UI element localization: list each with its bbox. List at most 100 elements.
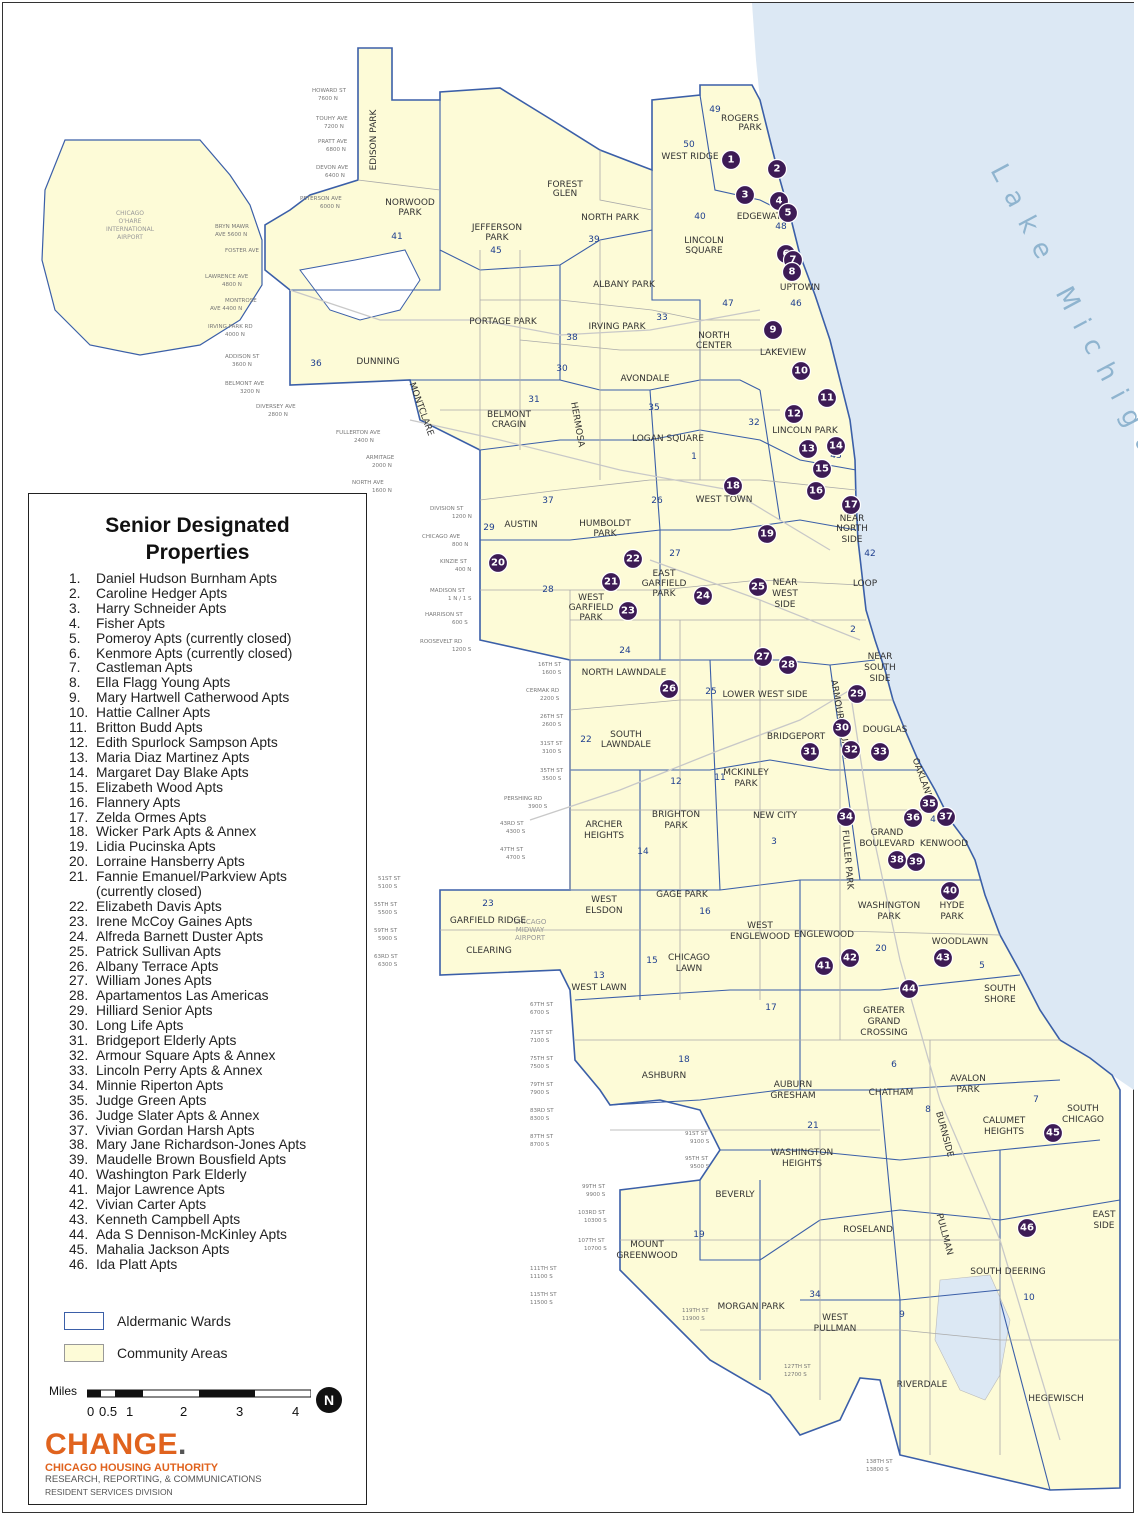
svg-text:CHICAGO: CHICAGO	[668, 953, 710, 963]
property-marker[interactable]: 16	[805, 480, 827, 502]
svg-text:NORTH PARK: NORTH PARK	[581, 213, 640, 223]
property-number: 1.	[69, 571, 81, 586]
property-name: Alfreda Barnett Duster Apts	[96, 928, 264, 944]
svg-text:45: 45	[490, 246, 501, 256]
property-marker[interactable]: 36	[902, 807, 924, 829]
property-name: Mahalia Jackson Apts	[96, 1241, 230, 1257]
property-marker[interactable]: 8	[781, 261, 803, 283]
property-list-item: 4.Fisher Apts	[69, 616, 306, 632]
property-name: Elizabeth Wood Apts	[96, 779, 224, 795]
property-name: Zelda Ormes Apts	[96, 809, 207, 825]
svg-text:22: 22	[580, 735, 591, 745]
property-marker[interactable]: 31	[799, 741, 821, 763]
property-marker[interactable]: 9	[762, 319, 784, 341]
svg-text:NORWOOD: NORWOOD	[385, 198, 435, 208]
property-number: 16.	[69, 794, 89, 810]
property-marker[interactable]: 46	[1016, 1217, 1038, 1239]
property-marker[interactable]: 11	[816, 387, 838, 409]
property-marker[interactable]: 17	[840, 494, 862, 516]
property-list-item: 24.Alfreda Barnett Duster Apts	[69, 928, 306, 945]
svg-text:GREATER: GREATER	[863, 1006, 905, 1016]
svg-text:4300 S: 4300 S	[506, 829, 526, 835]
property-marker[interactable]: 3	[734, 184, 756, 206]
property-marker[interactable]: 12	[783, 403, 805, 425]
property-marker[interactable]: 20	[487, 552, 509, 574]
property-number: 11.	[69, 720, 88, 736]
property-marker[interactable]: 41	[813, 955, 835, 977]
svg-text:43: 43	[936, 953, 950, 964]
property-marker[interactable]: 24	[692, 585, 714, 607]
svg-text:BRYN MAWR: BRYN MAWR	[215, 224, 249, 230]
svg-text:8: 8	[789, 267, 796, 278]
svg-text:11100 S: 11100 S	[530, 1274, 553, 1280]
property-number: 42.	[69, 1197, 89, 1213]
property-name: Lorraine Hansberry Apts	[96, 854, 245, 870]
property-marker[interactable]: 26	[658, 678, 680, 700]
property-number: 26.	[69, 958, 89, 974]
svg-text:WEST: WEST	[747, 921, 773, 931]
property-number: 43.	[69, 1211, 89, 1227]
svg-text:NEAR: NEAR	[840, 514, 865, 524]
property-marker[interactable]: 45	[1042, 1122, 1064, 1144]
property-list-item: 31.Bridgeport Elderly Apts	[69, 1033, 306, 1049]
property-markers: 1 2 3 4 5 6 7 8 9 10 11 12 13 14 15 16 1…	[487, 149, 1064, 1239]
property-marker[interactable]: 28	[777, 654, 799, 676]
property-marker[interactable]: 19	[756, 523, 778, 545]
property-marker[interactable]: 14	[825, 435, 847, 457]
property-marker[interactable]: 33	[869, 741, 891, 763]
svg-text:7100 S: 7100 S	[530, 1038, 550, 1044]
logo-text: CHANGE	[45, 1428, 179, 1461]
property-marker[interactable]: 27	[752, 646, 774, 668]
property-marker[interactable]: 29	[846, 683, 868, 705]
property-marker[interactable]: 40	[939, 880, 961, 902]
svg-text:23: 23	[621, 606, 635, 617]
property-marker[interactable]: 32	[840, 739, 862, 761]
property-marker[interactable]: 30	[831, 717, 853, 739]
property-marker[interactable]: 34	[835, 806, 857, 828]
property-name: Daniel Hudson Burnham Apts	[96, 571, 277, 586]
svg-text:PULLMAN: PULLMAN	[814, 1324, 857, 1334]
property-marker[interactable]: 38	[886, 849, 908, 871]
property-list-item: 28.Apartamentos Las Americas	[69, 988, 306, 1004]
property-marker[interactable]: 39	[905, 851, 927, 873]
property-marker[interactable]: 10	[790, 360, 812, 382]
property-marker[interactable]: 1	[720, 149, 742, 171]
property-marker[interactable]: 25	[747, 576, 769, 598]
svg-text:10700 S: 10700 S	[584, 1246, 607, 1252]
svg-text:111TH ST: 111TH ST	[530, 1266, 557, 1272]
property-marker[interactable]: 35	[918, 793, 940, 815]
svg-text:83RD ST: 83RD ST	[530, 1108, 554, 1114]
property-marker[interactable]: 15	[811, 458, 833, 480]
svg-text:HEIGHTS: HEIGHTS	[782, 1159, 822, 1169]
property-number: 32.	[69, 1048, 89, 1063]
property-marker[interactable]: 23	[617, 600, 639, 622]
property-marker[interactable]: 2	[766, 158, 788, 180]
property-marker[interactable]: 37	[935, 806, 957, 828]
svg-text:AIRPORT: AIRPORT	[117, 234, 143, 241]
property-marker[interactable]: 22	[622, 548, 644, 570]
north-label: N	[323, 1392, 335, 1408]
svg-text:PARK: PARK	[738, 123, 762, 133]
svg-text:30: 30	[835, 723, 849, 734]
property-marker[interactable]: 18	[722, 475, 744, 497]
svg-text:19: 19	[693, 1230, 705, 1240]
svg-text:47: 47	[722, 299, 733, 309]
property-marker[interactable]: 43	[932, 947, 954, 969]
property-marker[interactable]: 21	[600, 571, 622, 593]
svg-text:26TH ST: 26TH ST	[540, 714, 564, 720]
property-list-item: 35.Judge Green Apts	[69, 1093, 306, 1109]
property-name: Harry Schneider Apts	[96, 600, 227, 616]
property-marker[interactable]: 42	[839, 947, 861, 969]
scale-tick: 3	[236, 1404, 244, 1419]
property-name: Hilliard Senior Apts	[96, 1003, 213, 1019]
svg-text:PARK: PARK	[664, 821, 688, 831]
property-marker[interactable]: 13	[797, 438, 819, 460]
svg-text:38: 38	[566, 333, 578, 343]
scale-tick: 2	[180, 1404, 188, 1419]
svg-text:2600 S: 2600 S	[542, 722, 562, 728]
svg-text:ADDISON ST: ADDISON ST	[225, 354, 260, 360]
property-marker[interactable]: 5	[777, 202, 799, 224]
svg-text:31: 31	[803, 747, 817, 758]
property-marker[interactable]: 44	[898, 978, 920, 1000]
svg-text:2: 2	[850, 625, 856, 635]
